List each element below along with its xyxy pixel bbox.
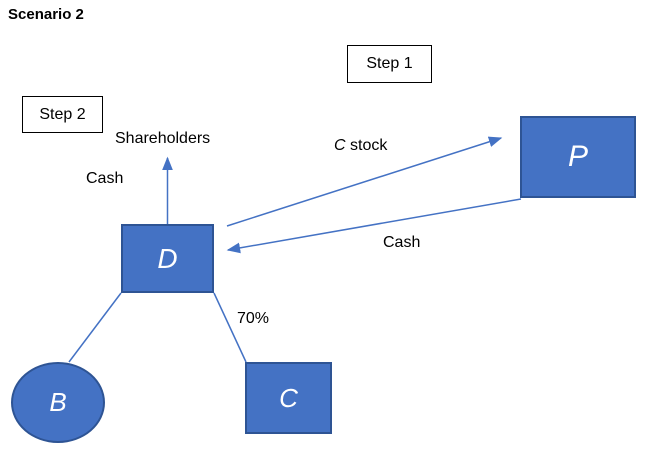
node-b-label: B [49,387,67,417]
diagram-title: Scenario 2 [8,6,84,23]
line-d-to-b [68,292,122,363]
node-c-label: C [279,382,298,413]
step2-label: Step 2 [39,105,86,123]
node-d-label: D [157,242,178,274]
c-stock-label: C stock [334,137,387,155]
cash-label-left: Cash [86,170,124,187]
node-b: B [11,362,105,443]
step1-box: Step 1 [347,45,432,83]
c-stock-symbol: C [334,137,346,154]
node-p-label: P [567,140,588,173]
step1-label: Step 1 [366,55,413,72]
node-c: C [245,362,332,434]
c-stock-rest: stock [345,137,388,154]
shareholders-label: Shareholders [115,130,211,147]
ownership-percentage-label: 70% [237,310,270,327]
arrow-p-to-d-cash [226,198,522,254]
cash-label-right: Cash [383,234,421,251]
node-p: P [520,116,636,198]
node-d: D [121,224,214,293]
step2-box: Step 2 [22,96,103,133]
